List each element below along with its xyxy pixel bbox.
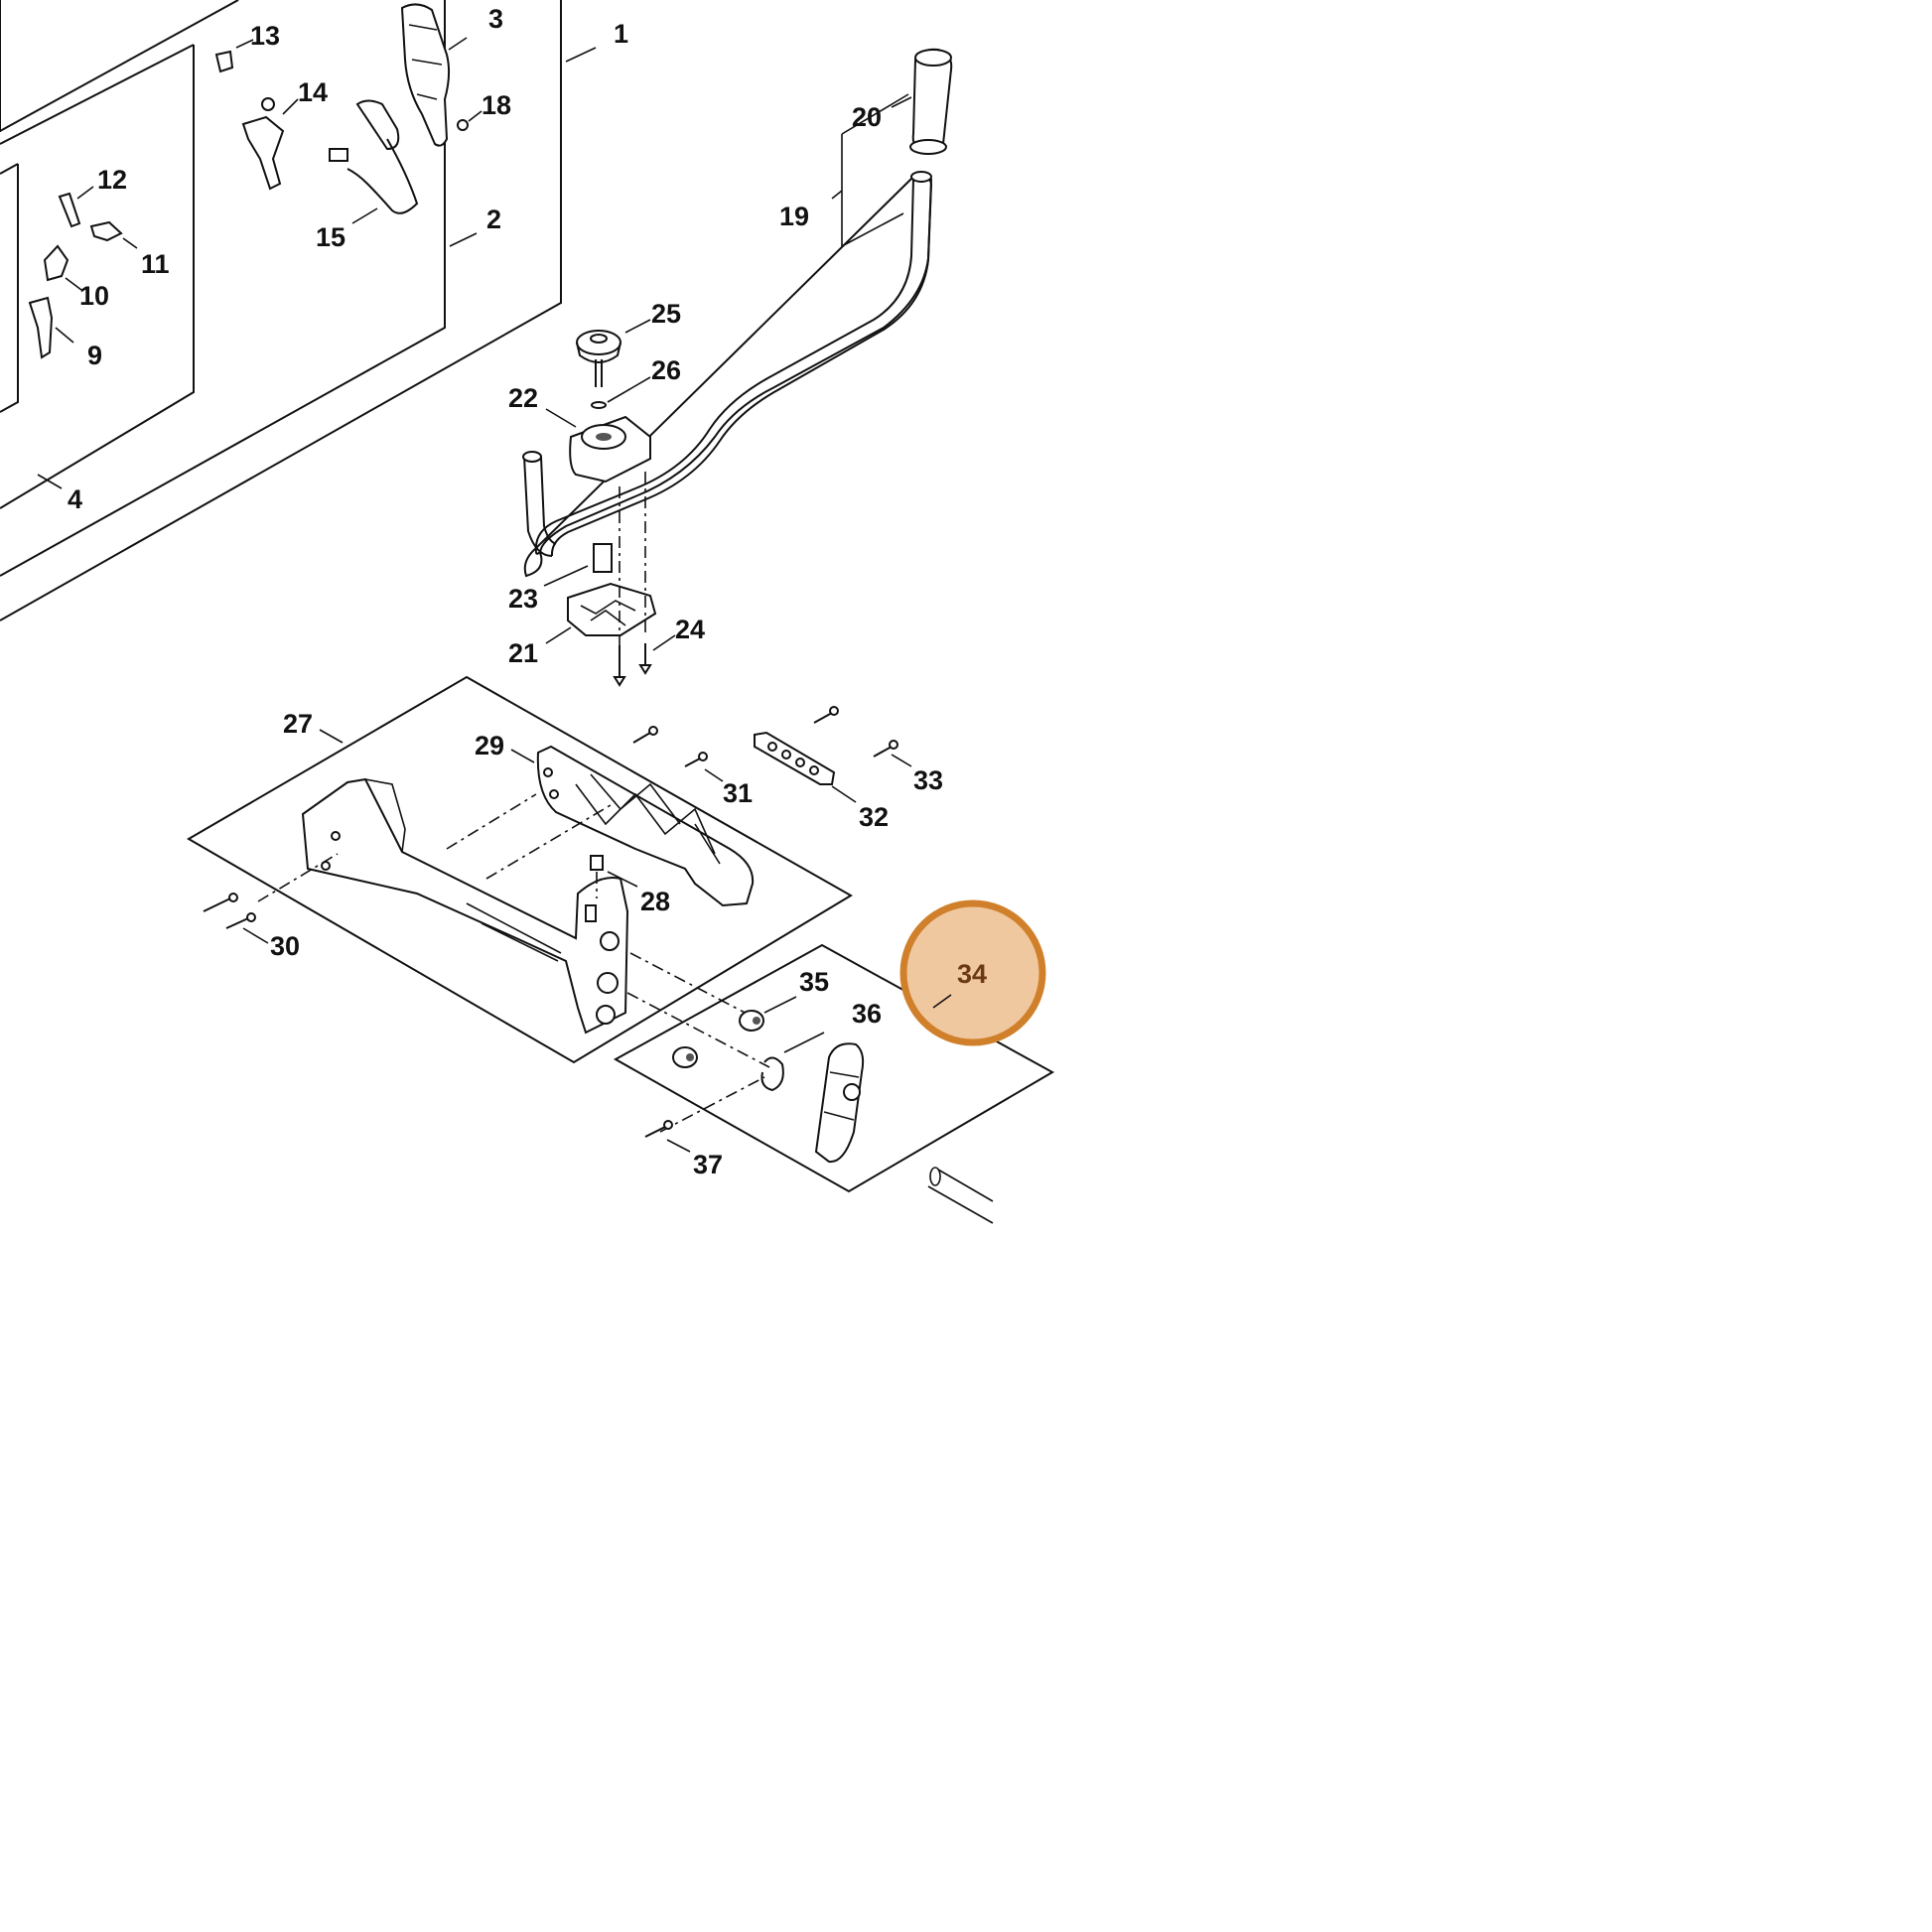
callout-23[interactable]: 23	[508, 584, 538, 614]
callout-25[interactable]: 25	[651, 299, 681, 329]
callout-18[interactable]: 18	[482, 90, 511, 120]
assembly-line-8	[659, 1076, 765, 1133]
part-13-clip	[214, 39, 254, 73]
callout-3[interactable]: 3	[488, 4, 503, 34]
part-37-screw	[644, 1120, 691, 1153]
callout-33[interactable]: 33	[913, 765, 943, 795]
leader-2	[449, 232, 478, 247]
highlight-34[interactable]	[899, 899, 1046, 1046]
part-21-clamp-bottom	[545, 582, 657, 644]
callout-36[interactable]: 36	[852, 999, 882, 1029]
part-11-lever	[89, 220, 138, 249]
callout-15[interactable]: 15	[316, 222, 345, 252]
shaft-stub	[927, 1167, 994, 1224]
callout-11[interactable]: 11	[141, 249, 170, 279]
part-10-latch	[43, 244, 82, 291]
callout-34[interactable]: 34	[957, 959, 987, 989]
callout-28[interactable]: 28	[640, 887, 670, 916]
callout-30[interactable]: 30	[270, 931, 300, 961]
part-31-screws	[632, 726, 724, 782]
part-30-screws	[203, 893, 269, 944]
callout-19[interactable]: 19	[779, 202, 809, 231]
frame-27	[187, 675, 853, 1064]
callout-37[interactable]: 37	[693, 1150, 723, 1179]
assembly-line-7	[626, 992, 770, 1068]
callout-27[interactable]: 27	[283, 709, 313, 739]
callout-35[interactable]: 35	[799, 967, 829, 997]
part-12-pin	[58, 186, 94, 228]
part-24-screws	[613, 634, 676, 687]
part-20-grip	[891, 48, 953, 155]
callout-13[interactable]: 13	[250, 21, 280, 51]
part-36-clip-and-grip	[760, 1032, 865, 1164]
assembly-line-3	[257, 853, 339, 902]
callout-22[interactable]: 22	[508, 383, 538, 413]
callout-4[interactable]: 4	[68, 484, 82, 514]
callout-12[interactable]: 12	[97, 165, 127, 195]
part-14-trigger	[241, 97, 299, 191]
assembly-line-5	[485, 801, 617, 880]
assembly-line-6	[629, 952, 756, 1019]
leader-4	[37, 474, 63, 489]
part-26-washer	[591, 376, 651, 409]
part-15-cable	[329, 99, 419, 224]
part-35-bushings	[672, 996, 797, 1068]
callout-14[interactable]: 14	[298, 77, 328, 107]
callout-26[interactable]: 26	[651, 355, 681, 385]
callout-31[interactable]: 31	[723, 778, 753, 808]
part-9-lever	[28, 296, 74, 359]
callout-9[interactable]: 9	[87, 341, 102, 370]
part-22-clamp-top	[545, 408, 651, 483]
callout-24[interactable]: 24	[675, 615, 705, 644]
leader-1	[565, 47, 597, 63]
part-28-nut	[590, 855, 638, 898]
callout-2[interactable]: 2	[486, 205, 501, 234]
part-23-spring	[543, 543, 613, 587]
callout-labels: 1 2 3 4 9 10 11 12 13 14 15 18 19 20 21 …	[68, 4, 987, 1179]
callout-32[interactable]: 32	[859, 802, 889, 832]
callout-1[interactable]: 1	[614, 19, 628, 49]
assembly-line-4	[446, 793, 537, 850]
part-19-handlebar	[522, 93, 933, 578]
callout-10[interactable]: 10	[79, 281, 109, 311]
part-33-screw	[873, 740, 912, 767]
callout-20[interactable]: 20	[852, 102, 882, 132]
part-3-handle-housing	[400, 3, 468, 147]
part-18-nut	[457, 110, 483, 131]
part-32-strip	[754, 706, 857, 803]
part-27-handle-body	[301, 777, 629, 1035]
callout-29[interactable]: 29	[475, 731, 504, 760]
callout-21[interactable]: 21	[508, 638, 538, 668]
frame-34	[613, 943, 1055, 1193]
part-29-grip-cover	[510, 745, 755, 907]
part-25-knob	[576, 319, 651, 387]
